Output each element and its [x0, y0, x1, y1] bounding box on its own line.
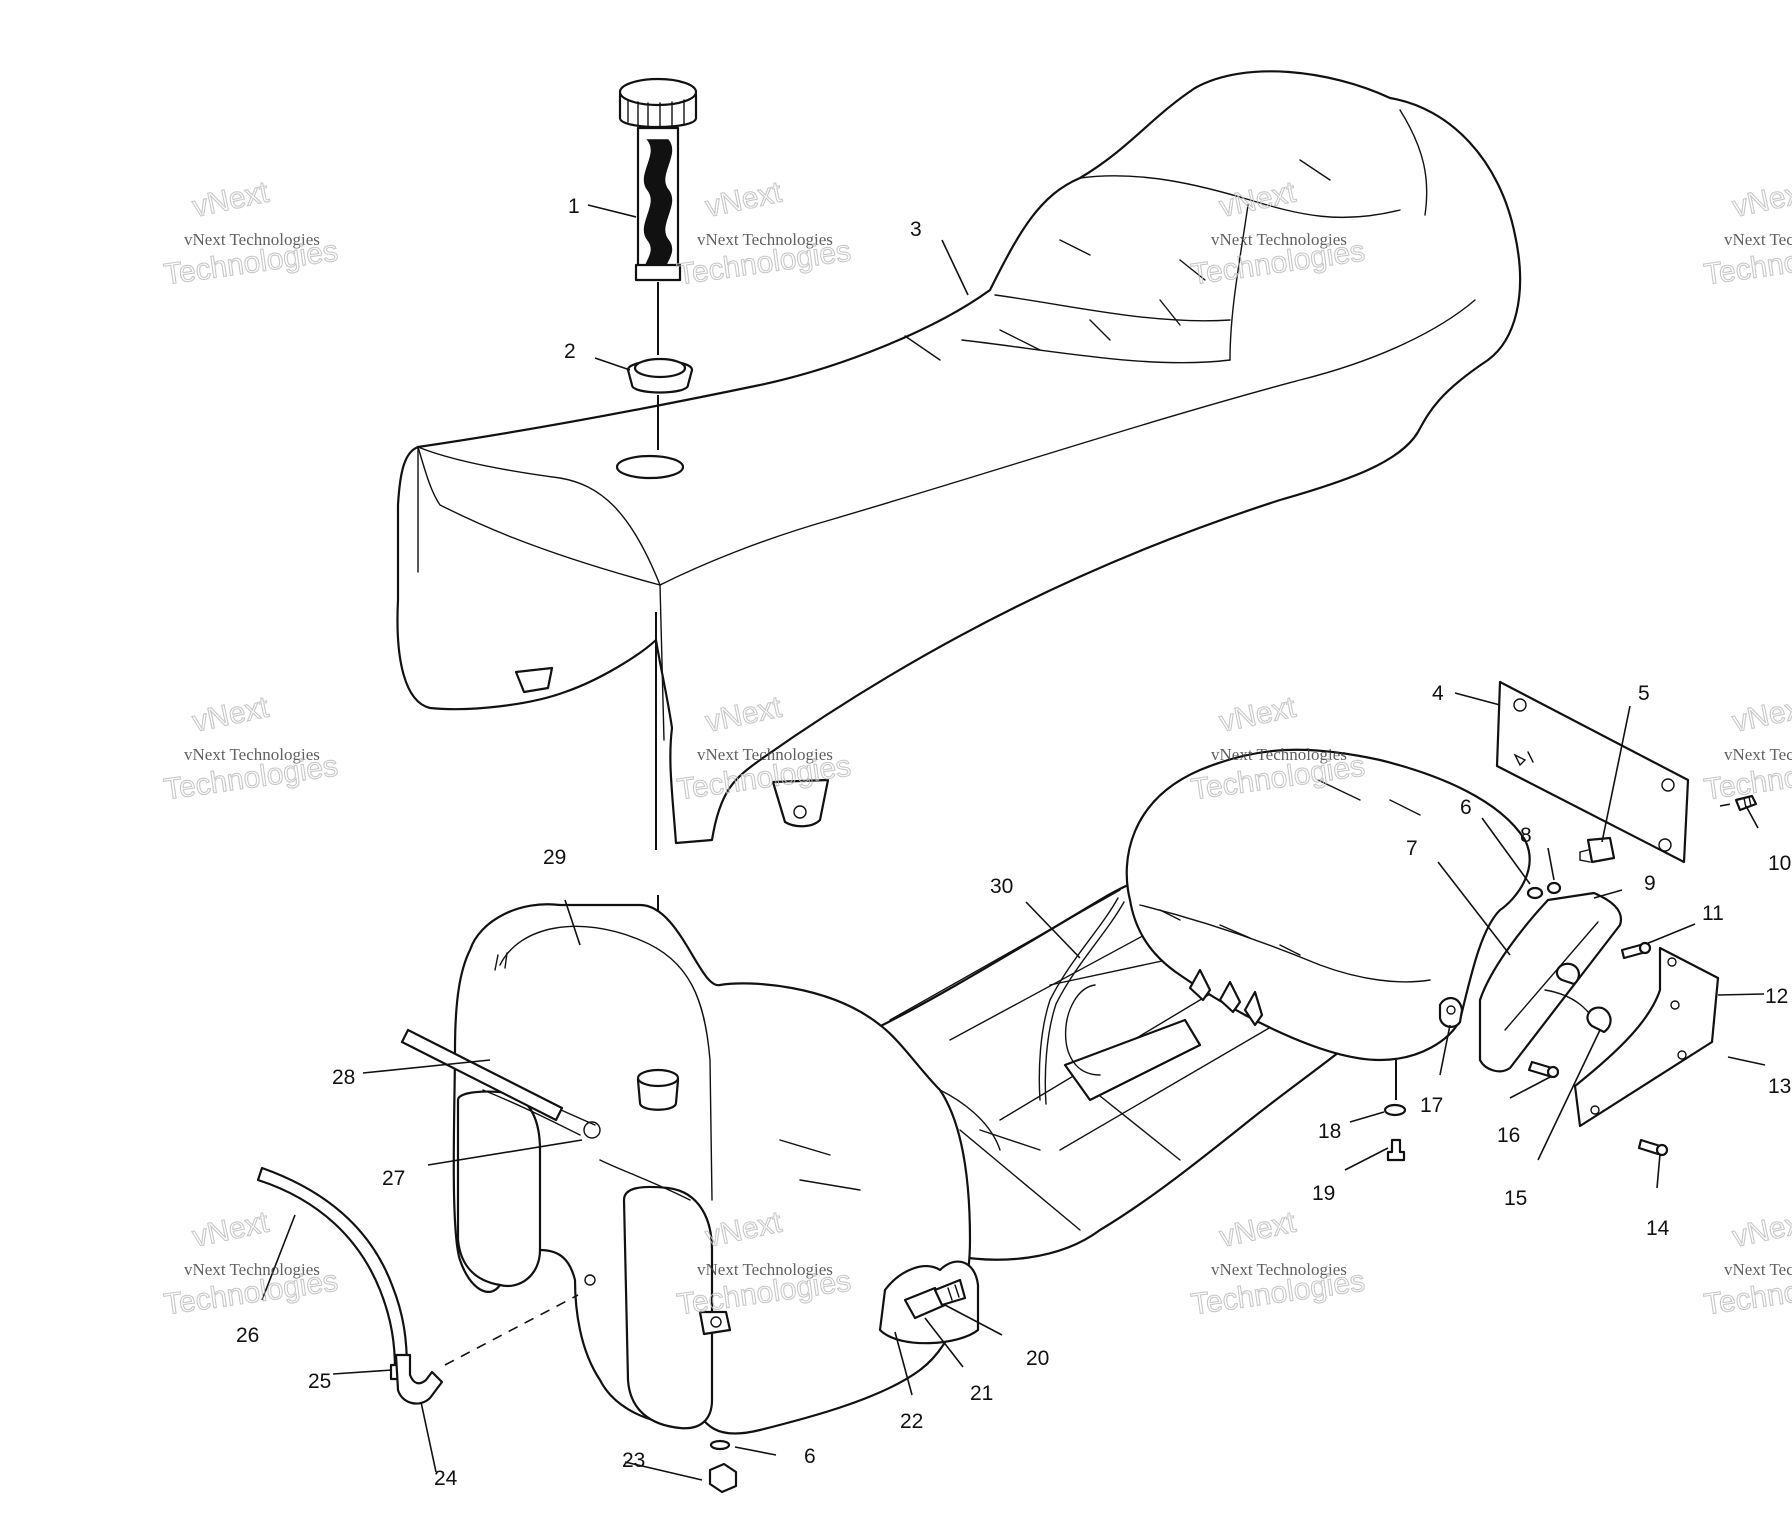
- callout-11: 11: [1702, 902, 1724, 925]
- callout-labels: 1 2 3 4 5 6 7 8 9 10 11 12 13 14 15 16 1…: [236, 195, 1791, 1490]
- callout-28: 28: [332, 1066, 355, 1089]
- watermark: vNext vNext Technologies Technologies: [1188, 1205, 1367, 1322]
- svg-text:vNext Technologies: vNext Technologies: [1211, 1260, 1347, 1279]
- watermark: vNext vNext Technologies Technologies: [1701, 175, 1792, 292]
- bracket-5: [1586, 836, 1616, 864]
- callout-17: 17: [1420, 1094, 1443, 1117]
- leader-lines: [261, 204, 1766, 1481]
- watermark: vNext vNext Technologies Technologies: [161, 1205, 340, 1322]
- callout-30: 30: [990, 875, 1013, 898]
- elbow-fitting-24: [394, 1353, 444, 1405]
- bracket-12: [1573, 946, 1720, 1128]
- seat-assembly: [396, 70, 1522, 845]
- svg-text:vNext Technologies: vNext Technologies: [697, 745, 833, 764]
- grommet-17: [1438, 997, 1464, 1028]
- bulb-15: [1586, 1006, 1612, 1034]
- callout-10: 10: [1768, 852, 1791, 875]
- taillight-housing-9: [1478, 891, 1623, 1073]
- washer-6: [709, 1439, 731, 1451]
- callout-19: 19: [1312, 1182, 1335, 1205]
- callout-2: 2: [564, 340, 576, 363]
- svg-text:vNext Technologies: vNext Technologies: [1211, 745, 1347, 764]
- svg-text:vNext: vNext: [703, 176, 786, 224]
- callout-6b: 6: [804, 1445, 816, 1468]
- callout-20: 20: [1026, 1347, 1049, 1370]
- callout-24: 24: [434, 1467, 458, 1490]
- svg-text:vNext Technologies: vNext Technologies: [697, 230, 833, 249]
- vent-hose-29: [499, 925, 713, 1201]
- nut-23: [708, 1462, 738, 1494]
- svg-text:vNext Technologies: vNext Technologies: [697, 1260, 833, 1279]
- svg-text:vNext Technologies: vNext Technologies: [1724, 1260, 1792, 1279]
- washer-8: [1546, 881, 1562, 895]
- washer-6-plate: [1526, 886, 1544, 900]
- screw-10: [1734, 794, 1758, 812]
- washer-18: [1383, 1103, 1407, 1117]
- callout-13: 13: [1768, 1075, 1791, 1098]
- fuel-cap-gauge: [618, 77, 698, 282]
- callout-3: 3: [910, 218, 922, 241]
- watermark: vNext vNext Technologies Technologies: [1701, 690, 1792, 807]
- callout-22: 22: [900, 1410, 923, 1433]
- rear-cushion: [1064, 748, 1531, 1076]
- license-plate-4: [1495, 680, 1690, 864]
- callout-15: 15: [1504, 1187, 1527, 1210]
- svg-text:vNext Technologies: vNext Technologies: [1211, 230, 1347, 249]
- svg-text:vNext: vNext: [190, 691, 273, 739]
- callout-14: 14: [1646, 1217, 1670, 1240]
- svg-text:vNext Technologies: vNext Technologies: [184, 230, 320, 249]
- watermark: vNext vNext Technologies Technologies: [161, 690, 340, 807]
- callout-26: 26: [236, 1324, 259, 1347]
- callout-8: 8: [1520, 824, 1532, 847]
- svg-text:vNext: vNext: [1730, 176, 1792, 224]
- callout-16: 16: [1497, 1124, 1520, 1147]
- callout-12: 12: [1765, 985, 1788, 1008]
- svg-text:vNext Technologies: vNext Technologies: [1724, 230, 1792, 249]
- filler-grommet: [626, 357, 694, 394]
- svg-text:vNext: vNext: [1730, 1206, 1792, 1254]
- callout-23: 23: [622, 1449, 645, 1472]
- callout-27: 27: [382, 1167, 405, 1190]
- callout-29: 29: [543, 846, 566, 869]
- callout-1: 1: [568, 195, 580, 218]
- breather-tube-28: [400, 1028, 564, 1122]
- strap-30: [1038, 897, 1119, 1101]
- svg-text:vNext Technologies: vNext Technologies: [184, 1260, 320, 1279]
- callout-21: 21: [970, 1382, 993, 1405]
- svg-text:vNext: vNext: [1217, 1206, 1300, 1254]
- callout-25: 25: [308, 1370, 331, 1393]
- svg-text:vNext: vNext: [190, 1206, 273, 1254]
- callout-7: 7: [1406, 837, 1418, 860]
- svg-text:vNext: vNext: [1730, 691, 1792, 739]
- callout-18: 18: [1318, 1120, 1341, 1143]
- svg-text:vNext Technologies: vNext Technologies: [184, 745, 320, 764]
- callout-9: 9: [1644, 872, 1656, 895]
- callout-5: 5: [1638, 682, 1650, 705]
- callout-4: 4: [1432, 682, 1444, 705]
- bolt-19: [1386, 1138, 1406, 1162]
- watermark: vNext vNext Technologies Technologies: [674, 175, 853, 292]
- svg-text:vNext Technologies: vNext Technologies: [1724, 745, 1792, 764]
- watermark: vNext vNext Technologies Technologies: [1701, 1205, 1792, 1322]
- watermark: vNext vNext Technologies Technologies: [161, 175, 340, 292]
- svg-text:vNext: vNext: [190, 176, 273, 224]
- svg-text:vNext: vNext: [1217, 691, 1300, 739]
- callout-6: 6: [1460, 796, 1472, 819]
